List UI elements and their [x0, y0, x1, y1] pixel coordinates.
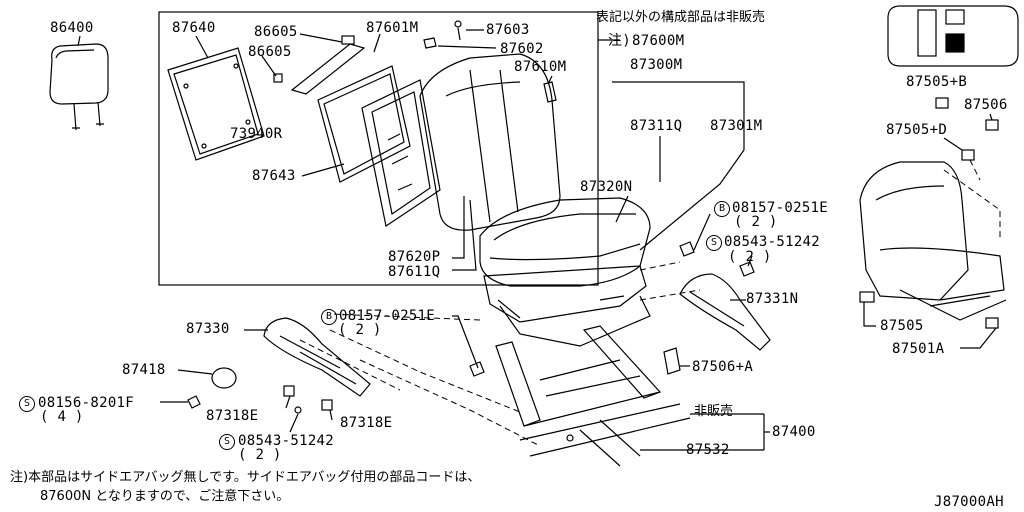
switch-87505 [859, 291, 875, 303]
back-panel-drawing [167, 47, 265, 161]
seat-cushion-drawing [479, 197, 651, 287]
seatback-cushion-drawing [419, 53, 561, 231]
label-87330: 87330 [186, 321, 230, 337]
label-08156: 08156-8201F [38, 395, 135, 411]
clip-86605 [273, 73, 283, 83]
symbol-b-lower: B [321, 309, 337, 325]
qty-08157-upper: ( 2 ) [734, 214, 778, 230]
clip-86605-upper [341, 35, 355, 45]
seat-frame-drawing [495, 325, 691, 467]
label-87506A: 87506+A [692, 359, 754, 375]
back-board-drawing [317, 65, 411, 183]
knob-87506 [985, 119, 999, 131]
label-87610M: 87610M [514, 59, 567, 75]
label-87532: 87532 [686, 442, 730, 458]
label-87600M: 87600M [632, 33, 685, 49]
trim-strip-drawing [290, 43, 366, 95]
label-87611Q: 87611Q [388, 264, 441, 280]
label-87311Q: 87311Q [630, 118, 683, 134]
label-08543-upper: 08543-51242 [724, 234, 821, 250]
label-86605-upper: 86605 [254, 24, 298, 40]
label-87505D: 87505+D [886, 122, 948, 138]
fastener-87602 [423, 37, 437, 49]
seat-base-drawing [499, 295, 651, 347]
diagram-code: J87000AH [934, 494, 1004, 510]
symbol-s-08156: S [19, 396, 35, 412]
label-08157-lower: 08157-0251E [339, 308, 436, 324]
headrest-drawing [49, 43, 109, 131]
label-87620P: 87620P [388, 249, 441, 265]
seat-overview-drawing [859, 161, 1007, 321]
label-87331N: 87331N [746, 291, 799, 307]
qty-08156: ( 4 ) [40, 409, 84, 425]
label-87400: 87400 [772, 424, 816, 440]
side-cover-87331N-drawing [679, 273, 771, 351]
label-87601M: 87601M [366, 20, 419, 36]
switch-87505D [961, 149, 975, 161]
symbol-s-upper: S [706, 235, 722, 251]
label-87640: 87640 [172, 20, 216, 36]
label-87505B: 87505+B [906, 74, 968, 90]
label-87602: 87602 [500, 41, 544, 57]
switch-87505B [935, 97, 949, 109]
footnote-line-1: 注)本部品はサイドエアバッグ無しです。サイドエアバッグ付用の部品コードは、 [10, 470, 481, 485]
label-87300M: 87300M [630, 57, 683, 73]
clip-87318E-b [321, 399, 333, 411]
label-86400: 86400 [50, 20, 94, 36]
symbol-s-lower: S [219, 434, 235, 450]
label-08157-upper: 08157-0251E [732, 200, 829, 216]
footnote-line-2: 87600N となりますので、ご注意下さい。 [40, 489, 290, 504]
note-prefix-87600M: 注) [608, 33, 632, 49]
label-87320N: 87320N [580, 179, 633, 195]
label-87603: 87603 [486, 22, 530, 38]
screw-08156 [187, 395, 201, 409]
seatback-assembly-frame [158, 11, 599, 286]
label-87418: 87418 [122, 362, 166, 378]
qty-08543-lower: ( 2 ) [238, 447, 282, 463]
label-87643: 87643 [252, 168, 296, 184]
bolt-87603 [454, 20, 462, 28]
label-87505: 87505 [880, 318, 924, 334]
label-87318E-a: 87318E [206, 408, 259, 424]
bracket-87506A [663, 347, 681, 375]
side-cover-87330-drawing [263, 317, 371, 397]
clip-87610M [543, 81, 557, 103]
label-08543-lower: 08543-51242 [238, 433, 335, 449]
top-note: 表記以外の構成部品は非販売 [596, 10, 766, 25]
label-not-sold: 非販売 [694, 404, 734, 419]
back-frame-drawing [361, 79, 441, 227]
screw-08543-lower [294, 406, 302, 414]
label-73940R: 73940R [230, 126, 283, 142]
label-87318E-b: 87318E [340, 415, 393, 431]
clip-87318E-a [283, 385, 295, 397]
lever-knob-87418 [211, 367, 237, 389]
label-87506: 87506 [964, 97, 1008, 113]
label-87501A: 87501A [892, 341, 945, 357]
bolt-08157-upper [679, 241, 695, 257]
switch-87501A [985, 317, 999, 329]
label-86605-lower: 86605 [248, 44, 292, 60]
label-87301M: 87301M [710, 118, 763, 134]
qty-08157-lower: ( 2 ) [338, 322, 382, 338]
vehicle-locator-icon [887, 5, 1019, 67]
symbol-b-upper: B [714, 201, 730, 217]
qty-08543-upper: ( 2 ) [728, 249, 772, 265]
seat-pan-drawing [483, 265, 647, 323]
bolt-08543-upper [739, 261, 755, 277]
